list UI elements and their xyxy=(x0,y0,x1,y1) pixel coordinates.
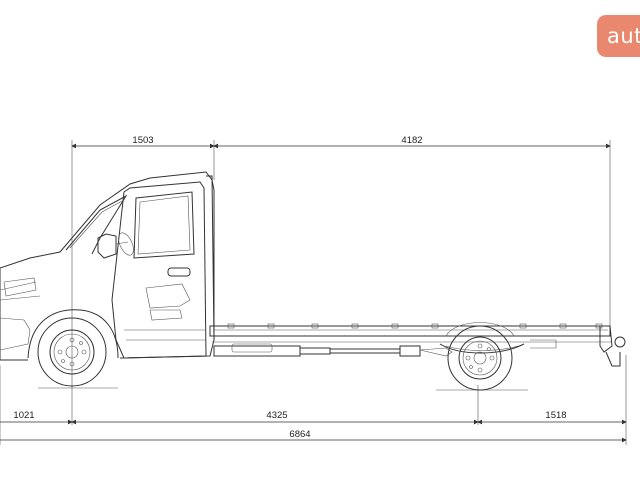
dimension-label-front-overhang: 1021 xyxy=(13,410,34,421)
dimension-overall-length: 6864 xyxy=(0,429,627,443)
dimension-front-overhang: 1021 xyxy=(0,410,73,425)
dimension-cab-length: 1503 xyxy=(71,135,215,149)
dimension-rear-overhang: 1518 xyxy=(477,410,627,425)
dimension-label-cab: 1503 xyxy=(132,135,153,146)
extension-lines xyxy=(0,140,627,445)
rear-wheel xyxy=(445,322,515,391)
ground-lines xyxy=(38,387,528,391)
chassis-frame xyxy=(209,323,626,367)
dimension-label-wheelbase: 4325 xyxy=(266,410,287,421)
dimension-body-length: 4182 xyxy=(213,135,611,149)
cab-outline xyxy=(0,171,215,361)
dimension-wheelbase: 4325 xyxy=(71,410,479,425)
front-wheel xyxy=(37,317,107,387)
dimension-label-body: 4182 xyxy=(401,135,422,146)
dimension-label-rear-overhang: 1518 xyxy=(545,410,566,421)
dimension-label-overall: 6864 xyxy=(289,429,310,440)
brand-badge[interactable]: auto xyxy=(597,15,640,57)
